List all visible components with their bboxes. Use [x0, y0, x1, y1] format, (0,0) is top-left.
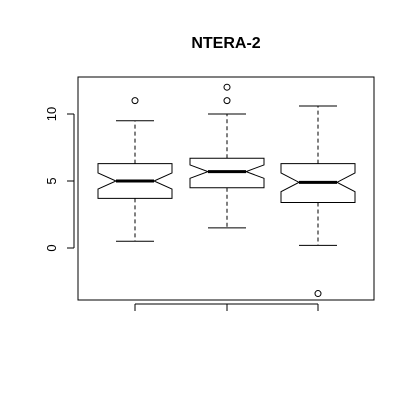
outlier-point [223, 83, 231, 91]
y-tick-label: 0 [44, 244, 59, 251]
boxes-layer [97, 83, 356, 298]
box-group [280, 105, 356, 298]
y-tick-label: 10 [44, 107, 59, 121]
chart-title: NTERA-2 [191, 35, 260, 52]
plot-frame [77, 76, 375, 301]
x-axis [134, 303, 319, 311]
y-axis: 0 5 10 [44, 107, 75, 252]
box-group [189, 83, 265, 229]
outlier-point [314, 290, 322, 298]
box-group [97, 97, 173, 242]
outlier-point [131, 97, 139, 105]
outlier-point [223, 97, 231, 105]
y-tick-label: 5 [44, 177, 59, 184]
